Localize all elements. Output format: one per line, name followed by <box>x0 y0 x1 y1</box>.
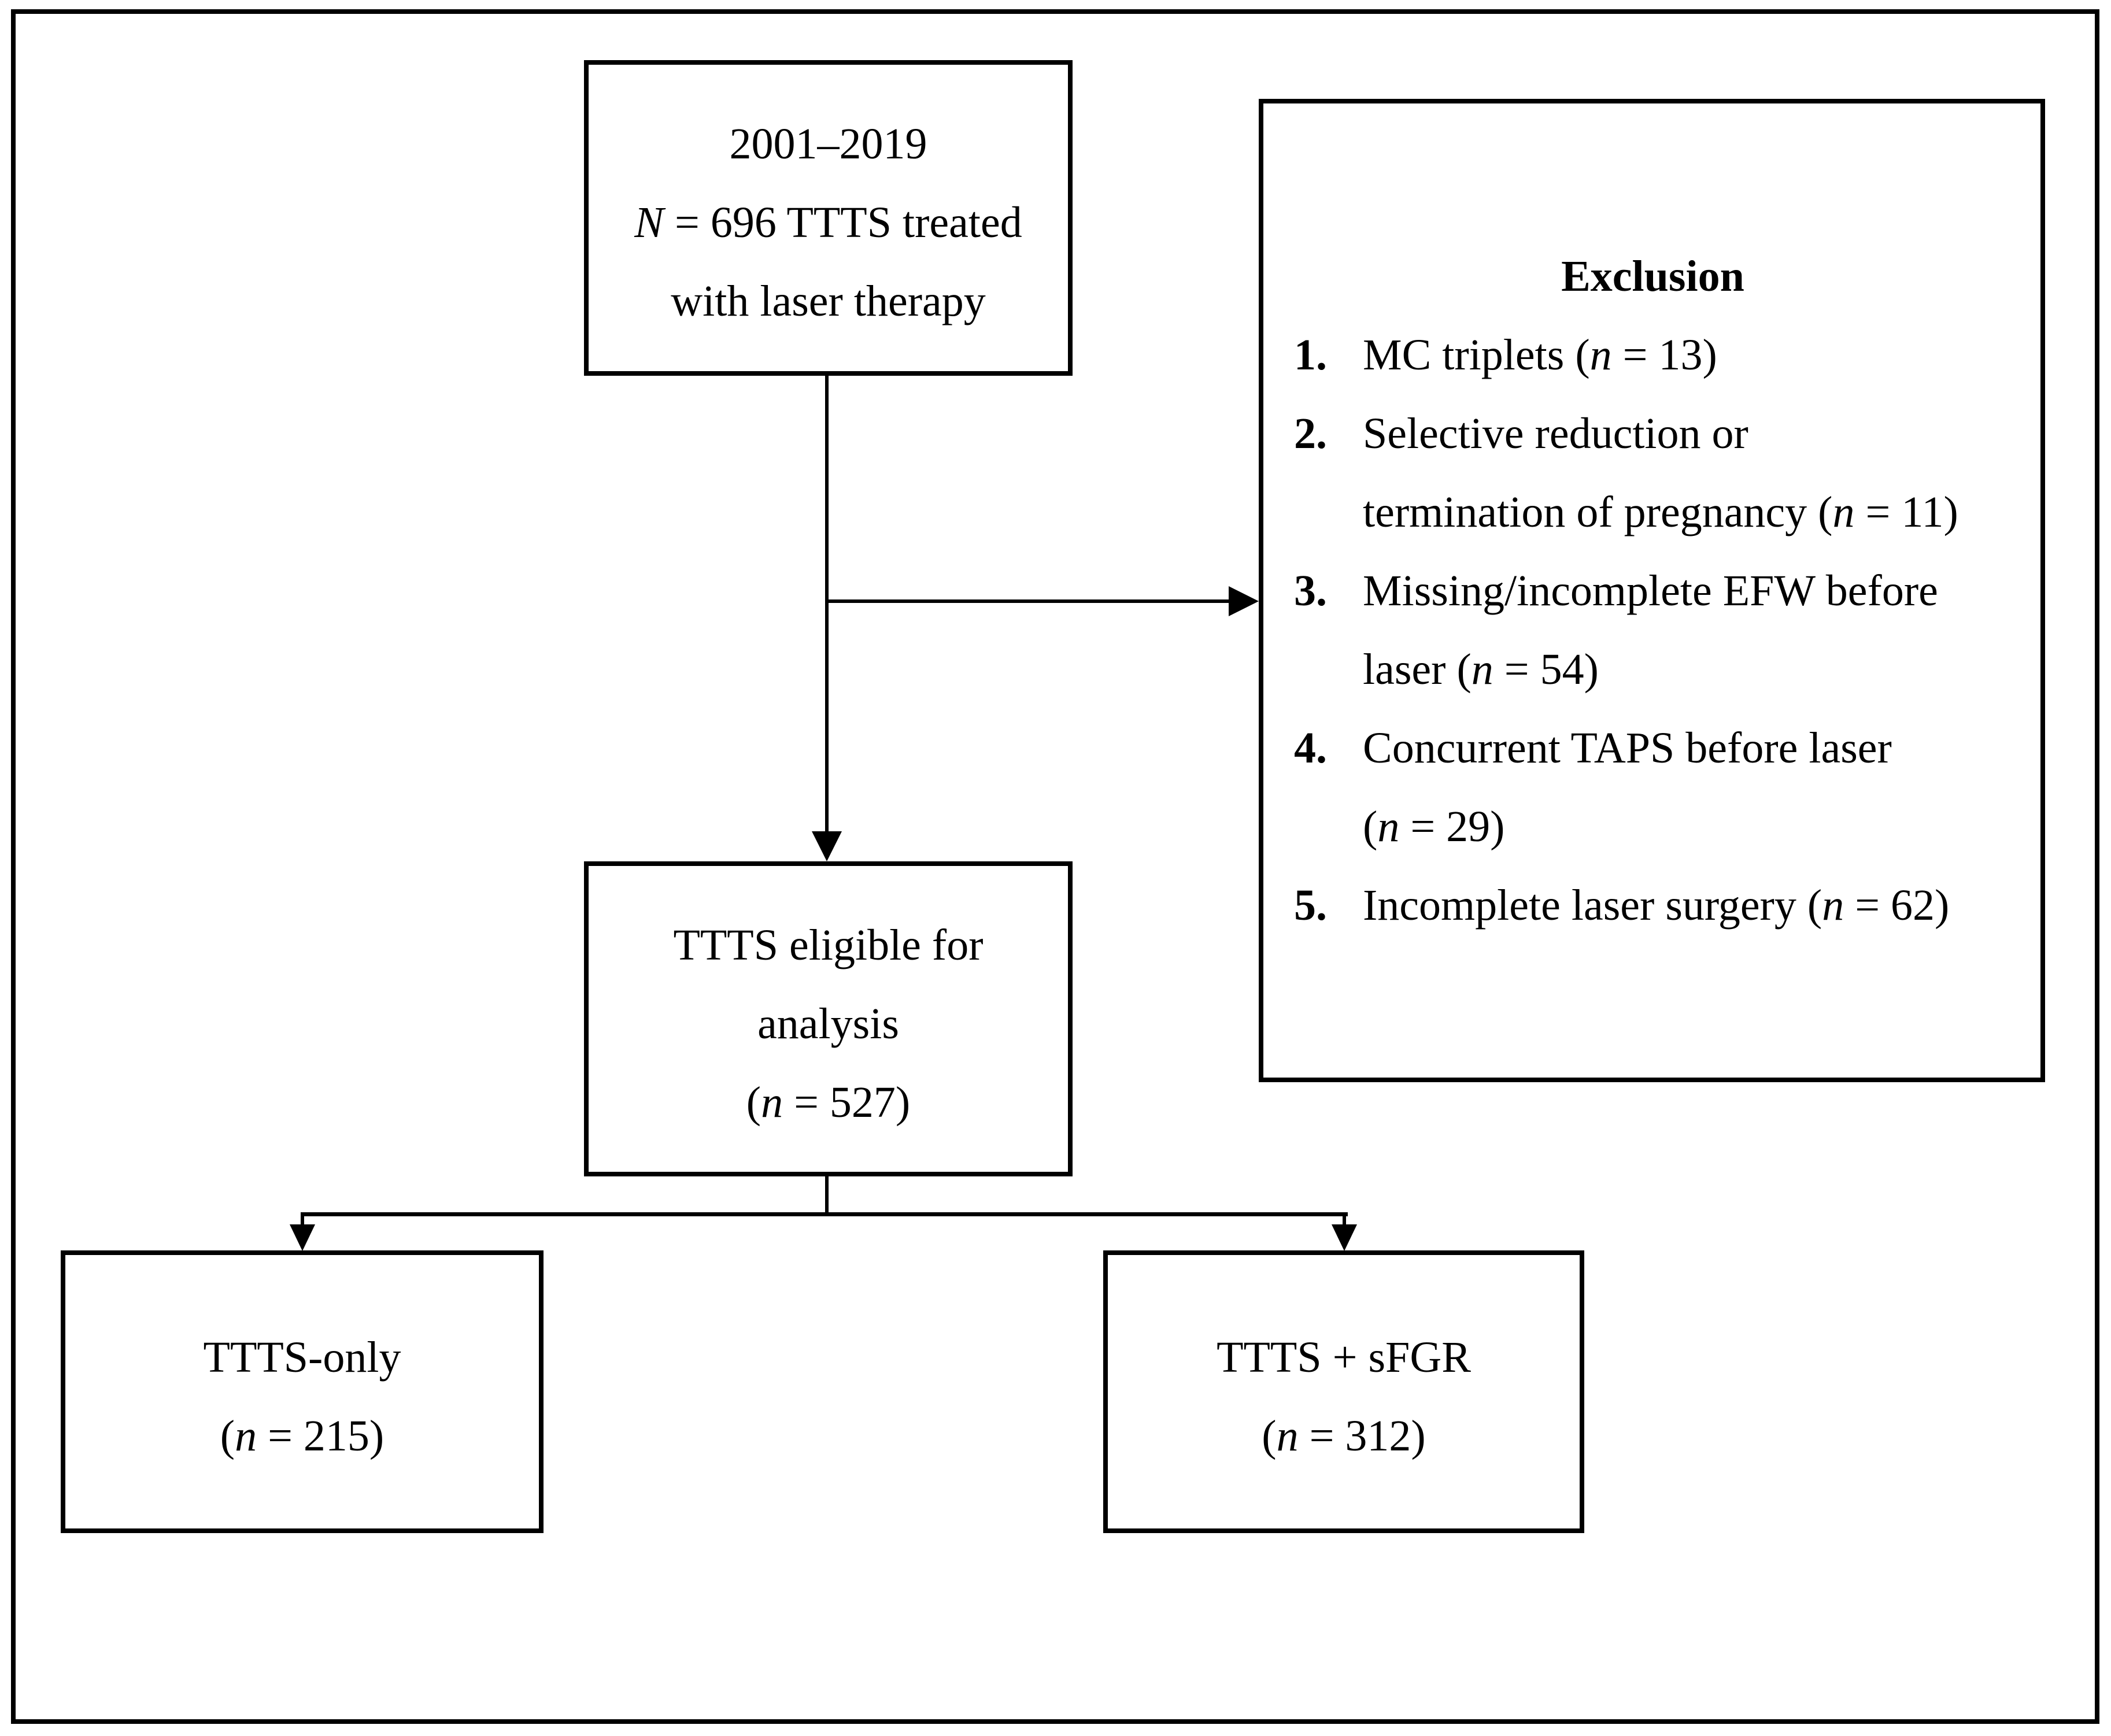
eligible-n-symbol: n <box>761 1078 783 1127</box>
cohort-count-text: = 696 TTTS treated <box>663 198 1022 247</box>
cohort-treatment: with laser therapy <box>671 277 986 325</box>
item-text-part: = 13) <box>1611 330 1717 379</box>
item-n-symbol: n <box>1822 880 1844 930</box>
eligible-count-part: ( <box>746 1078 761 1127</box>
item-text-part: Selective reduction or <box>1363 409 1748 458</box>
exclusion-title: Exclusion <box>1561 251 1744 301</box>
item-text-part: MC triplets ( <box>1363 330 1590 379</box>
item-text: MC triplets (n = 13) <box>1363 316 2012 394</box>
arrow-to-exclusion-line <box>827 599 1231 603</box>
flow-box-cohort: 2001–2019 N = 696 TTTS treated with lase… <box>584 60 1073 376</box>
arrow-to-ttts-only-line <box>301 1214 304 1226</box>
arrow-right-icon <box>1229 586 1259 616</box>
item-text-part: = 54) <box>1493 645 1599 694</box>
ttts-only-label: TTTS-only <box>203 1332 401 1382</box>
item-number: 1. <box>1294 330 1327 379</box>
item-text-part: laser ( <box>1363 645 1472 694</box>
exclusion-box: Exclusion 1. MC triplets (n = 13) 2. Sel… <box>1259 99 2045 1082</box>
item-text-part: = 29) <box>1399 802 1505 851</box>
arrow-down-icon <box>290 1224 315 1251</box>
ttts-sfgr-label: TTTS + sFGR <box>1217 1332 1471 1382</box>
arrow-to-ttts-sfgr-line <box>1343 1214 1346 1226</box>
exclusion-item: 4. Concurrent TAPS before laser (n = 29) <box>1294 709 2012 866</box>
item-text-part: Concurrent TAPS before laser <box>1363 723 1892 772</box>
exclusion-item: 2. Selective reduction or termination of … <box>1294 394 2012 551</box>
ttts-sfgr-count-line: (n = 312) <box>1262 1397 1425 1475</box>
item-text-part: Missing/incomplete EFW before <box>1363 566 1938 615</box>
cohort-n-symbol: N <box>634 198 664 247</box>
flow-box-ttts-only: TTTS-only (n = 215) <box>61 1250 544 1533</box>
item-text: Concurrent TAPS before laser (n = 29) <box>1363 709 2012 866</box>
exclusion-item: 1. MC triplets (n = 13) <box>1294 316 2012 394</box>
ttts-sfgr-count-part: = 312) <box>1298 1411 1426 1460</box>
item-number: 3. <box>1294 566 1327 615</box>
exclusion-list: 1. MC triplets (n = 13) 2. Selective red… <box>1294 316 2012 945</box>
item-n-symbol: n <box>1471 645 1493 694</box>
eligible-line-1: TTTS eligible for <box>673 920 984 969</box>
flow-box-eligible: TTTS eligible for analysis (n = 527) <box>584 861 1073 1176</box>
item-text-part: = 11) <box>1854 487 1958 536</box>
eligible-line-2: analysis <box>757 999 899 1048</box>
item-text-part: termination of pregnancy ( <box>1363 487 1833 536</box>
item-n-symbol: n <box>1832 487 1855 536</box>
item-text: Incomplete laser surgery (n = 62) <box>1363 866 2012 945</box>
cohort-years: 2001–2019 <box>729 120 927 168</box>
item-number: 5. <box>1294 880 1327 930</box>
ttts-only-count-line: (n = 215) <box>220 1397 384 1475</box>
ttts-only-count-part: ( <box>220 1411 235 1460</box>
item-text: Missing/incomplete EFW before laser (n = … <box>1363 551 2012 709</box>
eligible-count-line: (n = 527) <box>746 1063 910 1142</box>
item-text-part: = 62) <box>1844 880 1950 930</box>
arrow-down-icon <box>812 831 842 861</box>
cohort-count-line: N = 696 TTTS treated <box>634 183 1022 262</box>
item-text: Selective reduction or termination of pre… <box>1363 394 2012 551</box>
eligible-count-part: = 527) <box>783 1078 911 1127</box>
item-text-part: Incomplete laser surgery ( <box>1363 880 1822 930</box>
arrow-down-icon <box>1332 1224 1357 1251</box>
ttts-sfgr-n-symbol: n <box>1276 1411 1299 1460</box>
ttts-only-n-symbol: n <box>235 1411 257 1460</box>
branch-horizontal-line <box>301 1212 1348 1216</box>
arrow-cohort-to-eligible-line <box>825 376 829 831</box>
exclusion-item: 5. Incomplete laser surgery (n = 62) <box>1294 866 2012 945</box>
item-number: 4. <box>1294 723 1327 772</box>
flow-box-ttts-sfgr: TTTS + sFGR (n = 312) <box>1103 1250 1584 1533</box>
item-number: 2. <box>1294 409 1327 458</box>
ttts-only-count-part: = 215) <box>257 1411 385 1460</box>
item-text-part: ( <box>1363 802 1378 851</box>
item-n-symbol: n <box>1589 330 1612 379</box>
exclusion-item: 3. Missing/incomplete EFW before laser (n… <box>1294 551 2012 709</box>
item-n-symbol: n <box>1377 802 1400 851</box>
branch-stem-line <box>825 1176 829 1216</box>
ttts-sfgr-count-part: ( <box>1262 1411 1277 1460</box>
